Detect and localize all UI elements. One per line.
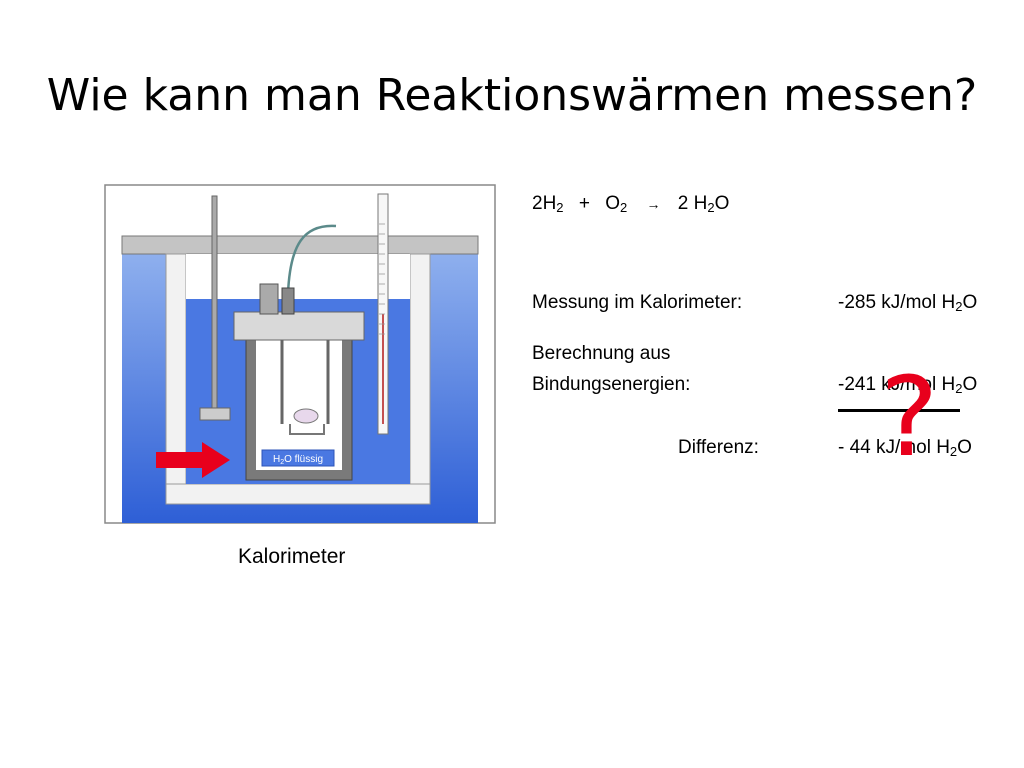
sample-pellet <box>293 408 319 424</box>
bomb-cap <box>233 311 365 341</box>
difference-label: Differenz: <box>678 437 759 458</box>
product-h2o: 2 H2O <box>677 193 730 215</box>
ignition-wire <box>286 224 337 295</box>
reactant-o2: O2 <box>605 193 628 215</box>
stirrer-blade <box>199 407 231 421</box>
reaction-arrow-icon: → <box>646 196 661 212</box>
calorimeter-diagram: H2O flüssig <box>104 184 496 524</box>
plus-sign: + <box>578 193 590 214</box>
difference-value: - 44 kJ/mol H2O <box>838 437 972 459</box>
red-arrow-icon <box>156 442 230 478</box>
calculation-label-line2: Bindungsenergien: <box>532 374 691 395</box>
measurement-value: -285 kJ/mol H2O <box>838 292 978 314</box>
diagram-caption: Kalorimeter <box>238 545 346 568</box>
liquid-water-label: H2O flüssig <box>273 454 323 466</box>
question-mark-icon: ? <box>880 353 939 481</box>
insulation-bottom <box>165 483 431 505</box>
bomb-valve <box>259 283 279 315</box>
top-lid <box>121 235 479 255</box>
insulation-right <box>409 253 431 505</box>
reactant-h2: 2H2 <box>532 193 564 215</box>
calculation-value: -241 kJ/mol H2O <box>838 374 978 396</box>
slide-title: Wie kann man Reaktionswärmen messen? <box>46 70 978 121</box>
thermometer-scale <box>379 223 385 335</box>
sample-cup <box>289 424 325 435</box>
inner-air <box>186 254 410 299</box>
sum-line <box>838 409 960 412</box>
measurement-label: Messung im Kalorimeter: <box>532 292 743 313</box>
bomb-connector <box>281 287 295 315</box>
calculation-label-line1: Berechnung aus <box>532 343 671 364</box>
reaction-equation: 2H2 + O2 → 2 H2O <box>532 193 729 215</box>
stirrer-rod <box>211 195 218 417</box>
liquid-water-label-box <box>261 449 335 467</box>
